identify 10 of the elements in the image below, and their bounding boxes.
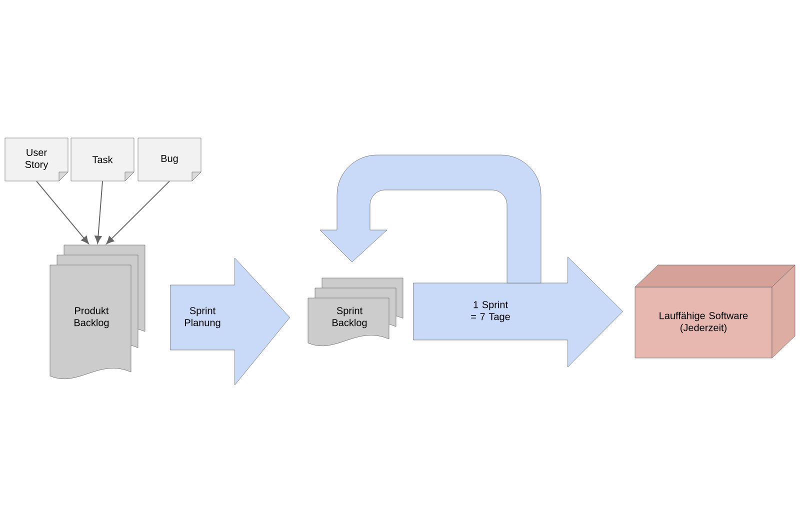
- edge-label: Sprint Planung: [175, 306, 230, 328]
- document-stack: Produkt Backlog: [50, 244, 146, 380]
- document-stack: Sprint Backlog: [308, 278, 404, 346]
- box-3d: Lauffähige Software (Jederzeit): [634, 264, 796, 358]
- arrow: [106, 180, 170, 244]
- block-arrow: [413, 256, 623, 368]
- arrow: [94, 180, 103, 244]
- edge-label: 1 Sprint = 7 Tage: [466, 300, 516, 322]
- u-turn-arrow: [320, 154, 542, 284]
- arrow: [36, 180, 89, 244]
